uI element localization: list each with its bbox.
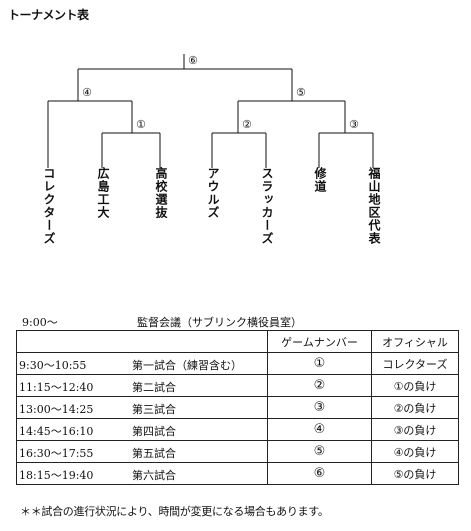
match-label-2: ②	[242, 118, 252, 131]
row-official: ④の負け	[371, 440, 459, 463]
row-time: 18:15～19:40	[19, 469, 94, 482]
row-number: ④	[267, 418, 372, 441]
row-name: 第三試合	[132, 403, 176, 416]
row-name: 第五試合	[132, 447, 176, 460]
schedule-table: ゲームナンバー オフィシャル 9:30～10:55 第一試合（練習含む） ① コレ…	[16, 330, 459, 485]
team-koko-senbatsu: 高校選抜	[154, 167, 168, 219]
row-official: ⑤の負け	[371, 462, 459, 485]
match-label-final: ⑥	[188, 54, 198, 67]
meeting-line: 9:00～ 監督会議（サブリンク横役員室）	[22, 314, 302, 330]
match-label-4: ④	[82, 86, 92, 99]
team-shudo: 修道	[313, 167, 327, 193]
row-number: ②	[267, 374, 372, 397]
header-game-number: ゲームナンバー	[267, 330, 372, 353]
page-title: トーナメント表	[8, 8, 89, 22]
row-official: ③の負け	[371, 418, 459, 441]
header-blank	[16, 330, 268, 353]
tournament-bracket: ⑥ ④ ⑤ ① ② ③	[47, 54, 374, 168]
match-label-1: ①	[136, 118, 146, 131]
table-row: 18:15～19:40 第六試合 ⑥ ⑤の負け	[16, 462, 459, 485]
row-number: ③	[267, 396, 372, 419]
schedule-note: ＊＊試合の進行状況により、時間が変更になる場合もあります。	[20, 505, 329, 518]
meeting-name: 監督会議（サブリンク横役員室）	[137, 316, 302, 329]
match-label-5: ⑤	[296, 86, 306, 99]
row-number: ⑤	[267, 440, 372, 463]
row-name: 第四試合	[132, 425, 176, 438]
table-row: 11:15～12:40 第二試合 ② ①の負け	[16, 374, 459, 397]
table-header-row: ゲームナンバー オフィシャル	[16, 330, 459, 353]
row-number: ①	[267, 352, 372, 375]
match-label-3: ③	[349, 118, 359, 131]
table-row: 9:30～10:55 第一試合（練習含む） ① コレクターズ	[16, 352, 459, 375]
row-number: ⑥	[267, 462, 372, 485]
row-official: コレクターズ	[371, 352, 459, 375]
row-name: 第二試合	[132, 381, 176, 394]
table-row: 14:45～16:10 第四試合 ④ ③の負け	[16, 418, 459, 441]
row-time: 14:45～16:10	[19, 425, 94, 438]
meeting-time: 9:00～	[22, 316, 58, 329]
row-time: 13:00～14:25	[19, 403, 94, 416]
header-official: オフィシャル	[371, 330, 459, 353]
team-owls: アウルズ	[206, 167, 220, 219]
table-row: 13:00～14:25 第三試合 ③ ②の負け	[16, 396, 459, 419]
row-official: ①の負け	[371, 374, 459, 397]
team-fukuyama: 福山地区代表	[367, 167, 381, 245]
team-hiroshima-kodai: 広島工大	[96, 167, 110, 219]
team-collectors: コレクターズ	[42, 167, 56, 245]
table-row: 16:30～17:55 第五試合 ⑤ ④の負け	[16, 440, 459, 463]
row-time: 11:15～12:40	[19, 381, 94, 394]
row-time: 16:30～17:55	[19, 447, 94, 460]
row-official: ②の負け	[371, 396, 459, 419]
row-time: 9:30～10:55	[19, 359, 87, 372]
team-slackers: スラッカーズ	[260, 167, 274, 245]
row-name: 第一試合（練習含む）	[132, 359, 242, 372]
row-name: 第六試合	[132, 469, 176, 482]
